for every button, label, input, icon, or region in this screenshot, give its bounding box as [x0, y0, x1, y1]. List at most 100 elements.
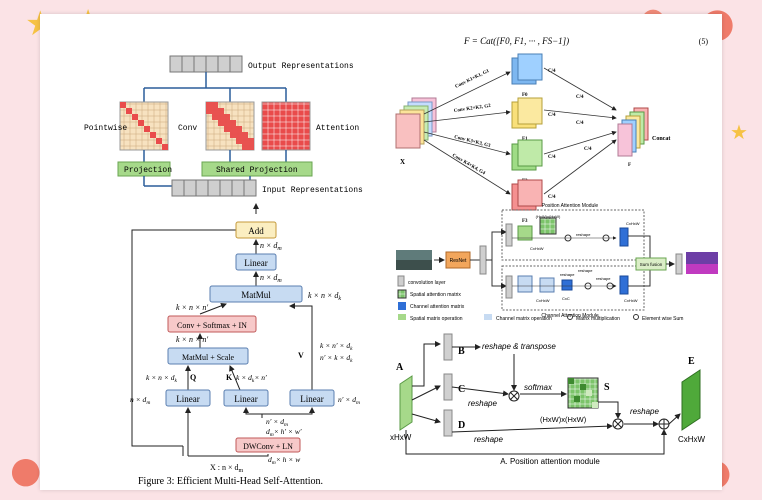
sum-fusion-label: Sum fusion	[640, 262, 663, 267]
legend-channel: Channel attention matrix	[410, 304, 465, 310]
attention-grid	[261, 101, 311, 151]
linear-k-label: Linear	[234, 394, 257, 404]
paper-page: Output Representations Pointwise Conv At…	[40, 14, 722, 490]
linear-top-box	[235, 253, 277, 271]
c4-3: C/4	[548, 195, 556, 200]
cam-reshape-2: reshape	[596, 276, 611, 281]
conv-softmax-box	[167, 315, 257, 333]
b-block	[443, 333, 453, 361]
peach-icon: ●	[10, 450, 42, 491]
conv-k4-label: Conv K4×K4, G4	[451, 153, 486, 176]
conv-label: Conv	[178, 124, 197, 133]
dim-add: n × dm	[260, 241, 282, 252]
e-label: E	[688, 356, 695, 367]
conv-k1-label: Conv K1×K1, G1	[455, 69, 491, 90]
f0-label: F0	[522, 93, 528, 98]
star-icon: ★	[730, 120, 748, 144]
concat-label: Concat	[652, 136, 670, 142]
dim-dm-hw: dm× h × w	[268, 455, 300, 466]
figure-3-caption: Figure 3: Efficient Multi-Head Self-Atte…	[138, 476, 323, 487]
cxhxw-out-label: CxHxW	[678, 435, 706, 444]
dim-knn-1: k × n × n′	[176, 303, 208, 312]
pam-frame	[501, 209, 645, 261]
channel-attention-matrix	[561, 279, 573, 291]
resnet-label: ResNet	[450, 258, 467, 264]
pam-cxhxw: CxHxW	[530, 246, 544, 251]
danet-diagram: Position Attention Module Channel Attent…	[396, 203, 718, 322]
legend-conv: convolution layer	[408, 280, 446, 286]
reshape-e-label: reshape	[630, 407, 659, 416]
cam-cxc: CxC	[562, 296, 570, 301]
dim-linear: n × dm	[260, 273, 282, 284]
add-label: Add	[248, 226, 264, 236]
s-matrix	[567, 377, 599, 409]
f-output-stack	[617, 107, 649, 157]
legend-spatial: Spatial attention matrix	[410, 292, 461, 298]
dim-mid-ndm: n′ × dm	[266, 417, 288, 428]
pam-reshape-2: reshape	[578, 268, 593, 273]
c4-5: C/4	[576, 121, 584, 126]
reshape-d-label: reshape	[474, 435, 503, 444]
pointwise-label: Pointwise	[84, 124, 127, 133]
multiscale-conv-diagram: F = Cat([F0, F1, ··· , FS−1]) (5) X Conv…	[395, 36, 709, 224]
dim-matmul-right: k × n × dk	[308, 291, 341, 302]
add-box	[235, 221, 277, 239]
matmul-box	[209, 285, 303, 303]
shared-projection-label: Shared Projection	[216, 166, 298, 175]
shared-projection-box	[201, 161, 313, 177]
d-block	[443, 409, 453, 437]
matmul-scale-box	[167, 347, 249, 365]
linear-v-box	[289, 389, 335, 407]
f3-label: F3	[522, 219, 528, 224]
linear-q-box	[165, 389, 211, 407]
dwconv-box	[235, 437, 301, 453]
dim-kn-dk: k × n′ × dk	[320, 341, 353, 352]
unified-view-diagram: Output Representations Pointwise Conv At…	[84, 55, 363, 197]
output-representations-bar	[169, 55, 243, 73]
legend-sum: Element wise Sum	[642, 316, 683, 322]
output-representations-label: Output Representations	[248, 62, 354, 71]
c-block	[443, 373, 453, 401]
dwconv-label: DWConv + LN	[243, 442, 293, 451]
projection-label: Projection	[124, 166, 172, 175]
emsa-diagram: Add n × dm Linear n × dm MatMul k × n × …	[130, 203, 360, 487]
pam-title: Position Attention Module	[542, 203, 599, 209]
conv-k3-label: Conv K3×K3, G3	[454, 135, 492, 149]
conv-softmax-label: Conv + Softmax + IN	[177, 321, 247, 330]
x-input-stack	[395, 97, 437, 149]
pam-reshape-1: reshape	[576, 232, 591, 237]
x-label: X	[400, 158, 405, 166]
linear-v-label: Linear	[300, 394, 323, 404]
c4-6: C/4	[584, 147, 592, 152]
dim-kn-dv: n′ × k × dk	[320, 353, 353, 364]
reshape-c-label: reshape	[468, 399, 497, 408]
legend-channel-op: Channel matrix operation	[496, 316, 552, 322]
legend-mm: Matrix multiplication	[576, 316, 620, 322]
c4-2: C/4	[548, 155, 556, 160]
s-label: S	[604, 382, 610, 393]
equation-5: F = Cat([F0, F1, ··· , FS−1])	[463, 36, 569, 46]
input-representations-label: Input Representations	[262, 186, 363, 195]
softmax-label: softmax	[524, 383, 553, 392]
cam-out-cxhxw: CxHxW	[624, 298, 638, 303]
c4-0: C/4	[548, 69, 556, 74]
k-label: K	[226, 373, 233, 382]
cam-title: Channel Attention Module	[541, 313, 598, 319]
b-label: B	[458, 346, 465, 357]
cam-reshape-1: reshape	[560, 272, 575, 277]
dim-kdkn: k × dk× n′	[236, 373, 267, 384]
feature-e-block	[681, 369, 701, 431]
pam-caption: A. Position attention module	[500, 457, 600, 466]
x-input-label: X : n × dm	[210, 463, 244, 474]
hxw-matrix-label: (HxW)x(HxW)	[540, 415, 587, 424]
position-attention-module-diagram: A xHxW B C D reshape & transpose reshape…	[390, 333, 706, 466]
dim-knn-2: k × n × n′	[176, 335, 208, 344]
a-label: A	[396, 362, 404, 373]
linear-k-box	[223, 389, 269, 407]
dim-right-ndm: n′ × dm	[338, 395, 360, 406]
xhxw-label: xHxW	[390, 433, 412, 442]
dim-kndk: k × n × dk	[146, 373, 177, 384]
matmul-scale-label: MatMul + Scale	[182, 353, 235, 362]
pam-out-cxhxw: CxHxW	[626, 221, 640, 226]
equation-number: (5)	[699, 37, 709, 46]
